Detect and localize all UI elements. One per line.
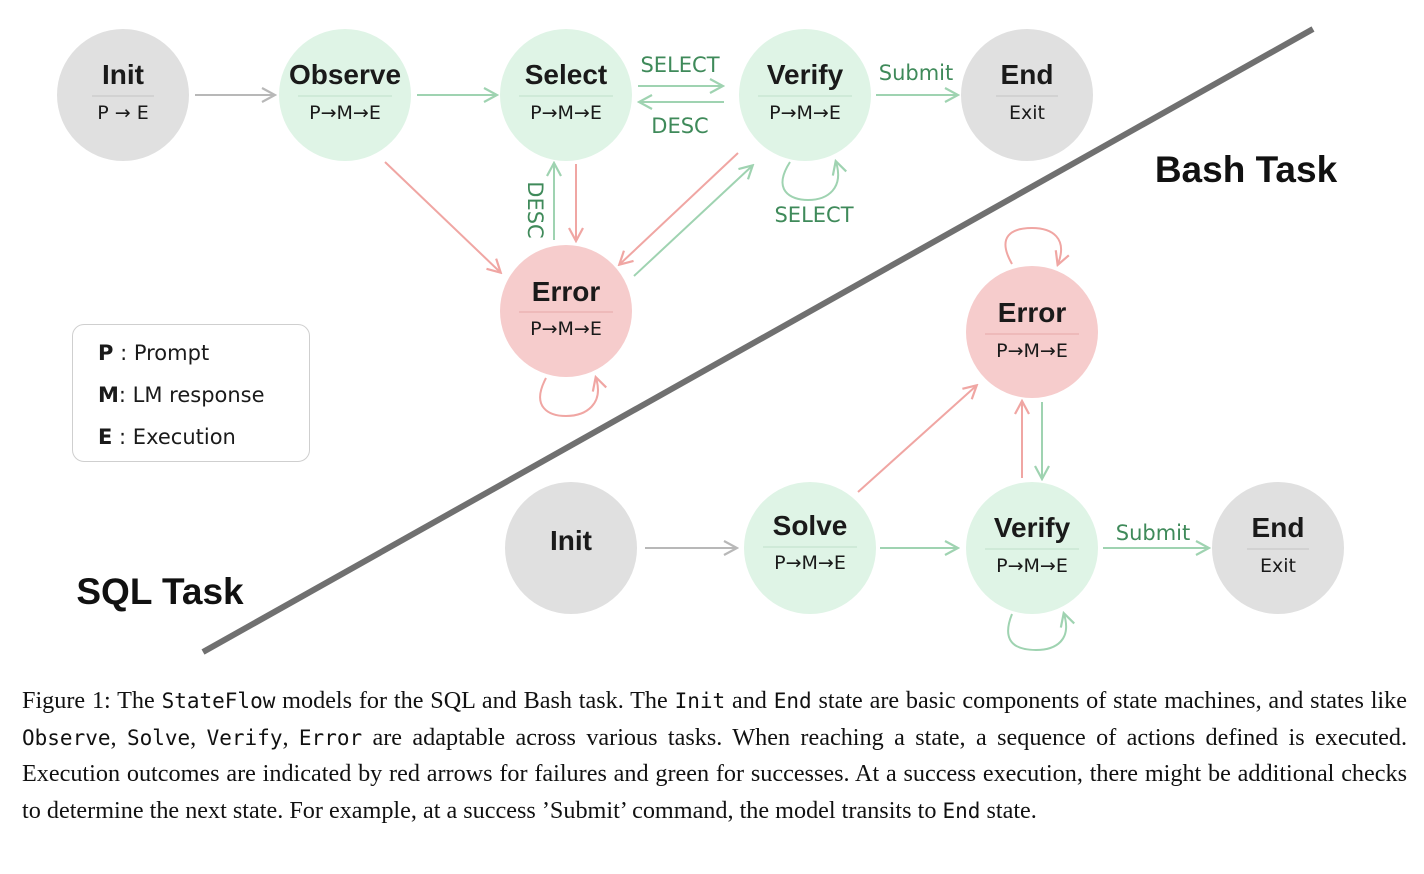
edge-bash-verify-loop xyxy=(781,162,839,202)
node-title: End xyxy=(1001,59,1054,90)
label-sql-submit: Submit xyxy=(1116,521,1191,545)
label-bash-verify-loop: SELECT xyxy=(774,203,853,227)
node-sub: P→M→E xyxy=(769,102,841,124)
figure-caption: Figure 1: The StateFlow models for the S… xyxy=(22,687,1407,824)
node-title: End xyxy=(1252,512,1305,543)
node-title: Error xyxy=(532,276,601,307)
label-bash-error-select: DESC xyxy=(523,181,547,238)
node-title: Verify xyxy=(994,512,1071,543)
legend-row-lm-response: M: LM response xyxy=(98,383,265,407)
edge-sql-verify-loop xyxy=(1007,614,1066,652)
node-title: Select xyxy=(525,59,608,90)
edge-sql-error-loop xyxy=(1004,226,1061,264)
bash-node-end: End Exit xyxy=(961,29,1093,161)
sql-task-graph: Submit Init Solve P→M→E Verify P→M→E End… xyxy=(76,226,1344,652)
label-bash-submit: Submit xyxy=(879,61,954,85)
sql-task-label: SQL Task xyxy=(76,571,244,612)
sql-node-error: Error P→M→E xyxy=(966,266,1098,398)
legend-row-prompt: P : Prompt xyxy=(98,341,210,365)
node-sub: P→M→E xyxy=(996,340,1068,362)
legend-row-execution: E : Execution xyxy=(98,425,236,449)
edge-bash-error-verify xyxy=(633,166,752,277)
sql-node-end: End Exit xyxy=(1212,482,1344,614)
bash-node-observe: Observe P→M→E xyxy=(279,29,411,161)
task-divider xyxy=(201,26,1315,655)
node-title: Init xyxy=(550,525,592,556)
node-title: Init xyxy=(102,59,144,90)
sql-node-solve: Solve P→M→E xyxy=(744,482,876,614)
node-sub: P→M→E xyxy=(996,555,1068,577)
node-title: Error xyxy=(998,297,1067,328)
bash-task-graph: SELECT DESC Submit DESC SELECT Init P → … xyxy=(57,29,1338,418)
node-sub: Exit xyxy=(1260,555,1296,577)
node-title: Verify xyxy=(767,59,844,90)
bash-node-select: Select P→M→E xyxy=(500,29,632,161)
bash-node-init: Init P → E xyxy=(57,29,189,161)
bash-node-verify: Verify P→M→E xyxy=(739,29,871,161)
edge-sql-solve-error xyxy=(857,386,976,493)
edge-bash-observe-error xyxy=(384,161,500,272)
edge-bash-verify-error xyxy=(620,152,739,264)
node-sub: P→M→E xyxy=(309,102,381,124)
node-sub: P→M→E xyxy=(530,102,602,124)
label-bash-select-verify: SELECT xyxy=(640,53,719,77)
edge-bash-error-loop xyxy=(539,378,598,418)
sql-node-init: Init xyxy=(505,482,637,614)
bash-node-error: Error P→M→E xyxy=(500,245,632,377)
node-sub: P→M→E xyxy=(774,552,846,574)
node-title: Solve xyxy=(773,510,848,541)
node-sub: P → E xyxy=(97,102,148,124)
sql-node-verify: Verify P→M→E xyxy=(966,482,1098,614)
legend: P : Prompt M: LM response E : Execution xyxy=(72,324,310,462)
stateflow-diagram: SELECT DESC Submit DESC SELECT Init P → … xyxy=(57,26,1344,655)
bash-task-label: Bash Task xyxy=(1155,149,1338,190)
node-sub: Exit xyxy=(1009,102,1045,124)
node-title: Observe xyxy=(289,59,401,90)
label-bash-verify-select: DESC xyxy=(651,114,708,138)
node-sub: P→M→E xyxy=(530,318,602,340)
